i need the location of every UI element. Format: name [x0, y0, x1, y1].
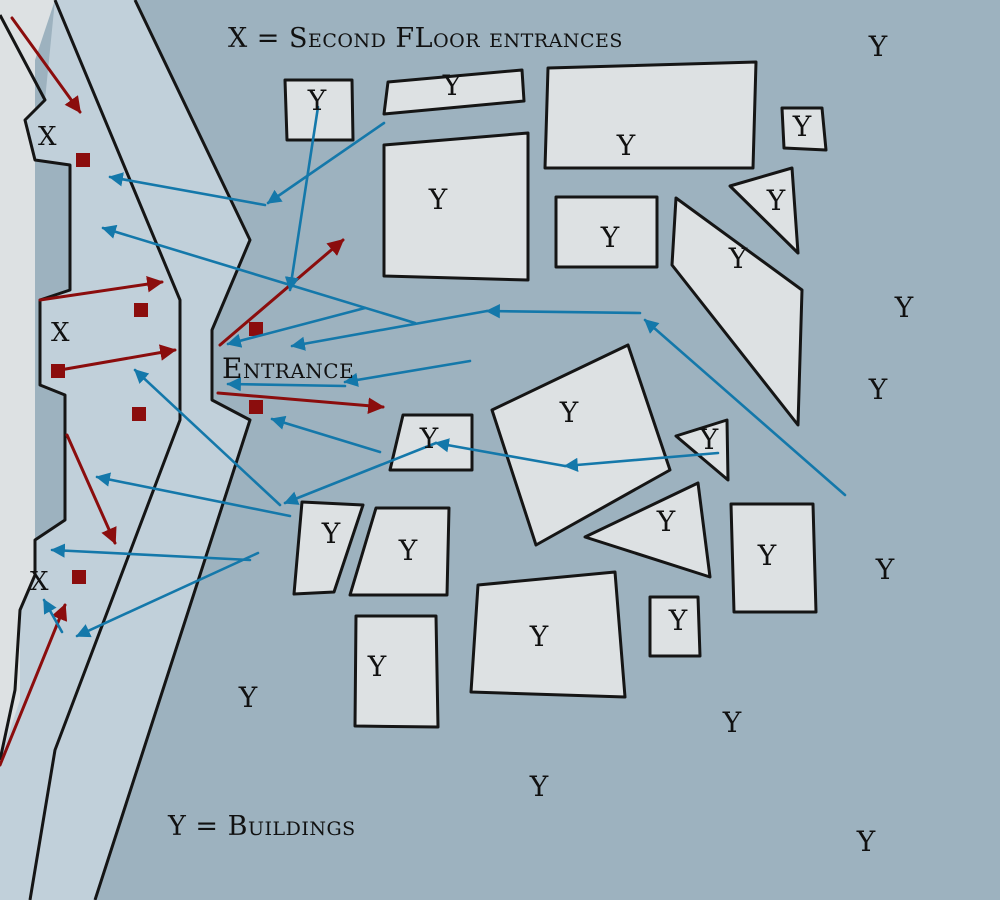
blue-route-arrow [75, 551, 260, 638]
building [283, 78, 355, 142]
street-edge [0, 14, 72, 761]
blue-route-arrow [270, 415, 382, 454]
red-route-arrow [0, 603, 68, 767]
building-marker: Y [529, 770, 549, 803]
wall-zone [0, 0, 250, 900]
building-marker: Y [600, 221, 620, 254]
building-marker: Y [757, 539, 777, 572]
building [469, 570, 627, 699]
blue-route-arrow [290, 309, 489, 351]
red-routes [0, 16, 385, 767]
building-marker: Y [559, 396, 579, 429]
left-street [0, 0, 55, 900]
building-marker: Y [238, 681, 258, 714]
buildings [283, 60, 828, 729]
building [292, 500, 365, 596]
entrance-square [249, 400, 263, 414]
building-marker: Y [856, 825, 876, 858]
building [382, 68, 526, 116]
building-marker: Y [894, 291, 914, 324]
entrance-square [132, 407, 146, 421]
blue-route-arrow [101, 224, 417, 325]
building-marker: Y [728, 242, 748, 275]
building [490, 343, 672, 547]
building-marker: Y [428, 183, 448, 216]
building-marker: Y [668, 604, 688, 637]
building [348, 506, 451, 597]
blue-routes [42, 105, 847, 638]
blue-route-arrow [226, 377, 347, 392]
blue-route-arrow [434, 438, 567, 468]
second-floor-entrance-markers [51, 153, 263, 584]
blue-route-arrow [108, 172, 267, 207]
second-floor-marker: X [51, 318, 70, 348]
building-marker: Y [868, 373, 888, 406]
entrance-square [249, 322, 263, 336]
building [554, 195, 659, 269]
building-marker: Y [398, 534, 418, 567]
red-route-arrow [58, 344, 177, 372]
building-marker: Y [868, 30, 888, 63]
legend-second-floor: X = Second FLoor entrances [228, 23, 623, 54]
building-marker: Y [367, 650, 387, 683]
building-marker: Y [875, 553, 895, 586]
red-route-arrow [216, 391, 385, 414]
building-marker: Y [419, 422, 439, 455]
blue-route-arrow [485, 304, 642, 319]
building [728, 166, 800, 255]
building-marker: Y [616, 129, 636, 162]
building [543, 60, 758, 170]
building-marker: Y [442, 69, 462, 102]
red-route-arrow [38, 276, 164, 302]
building [382, 131, 530, 282]
entrance-square [51, 364, 65, 378]
building [648, 595, 702, 658]
blue-route-arrow [284, 105, 320, 292]
blue-route-arrow [266, 121, 386, 205]
red-route-arrow [218, 238, 345, 347]
blue-route-arrow [133, 368, 282, 507]
building [729, 502, 818, 614]
building-marker: Y [792, 110, 812, 143]
red-route-arrow [10, 16, 82, 114]
entrance-square [134, 303, 148, 317]
blue-route-arrow [226, 306, 367, 348]
building-marker: Y [529, 620, 549, 653]
building [780, 106, 828, 152]
blue-route-arrow [42, 598, 64, 634]
building-labels: Y Y Y Y Y Y Y Y Y Y Y Y Y Y Y Y Y Y Y Y … [238, 30, 914, 858]
building-marker: Y [307, 84, 327, 117]
red-route-arrow [65, 433, 117, 545]
building [353, 614, 440, 729]
blue-route-arrow [283, 441, 438, 505]
building-marker: Y [766, 184, 786, 217]
building [583, 481, 712, 579]
building-marker: Y [699, 423, 719, 456]
second-floor-labels: X X X [30, 122, 70, 597]
blue-route-arrow [563, 451, 720, 473]
building-marker: Y [656, 505, 676, 538]
building-marker: Y [722, 706, 742, 739]
wall-inner-edge [28, 0, 182, 900]
building [388, 413, 474, 472]
entrance-label: Entrance [222, 352, 354, 385]
second-floor-marker: X [30, 567, 49, 597]
entrance-square [76, 153, 90, 167]
blue-route-arrow [50, 543, 252, 562]
entrance-square [72, 570, 86, 584]
second-floor-marker: X [38, 122, 57, 152]
blue-route-arrow [643, 318, 847, 497]
blue-route-arrow [343, 359, 472, 387]
legend-buildings: Y = Buildings [167, 811, 356, 842]
blue-route-arrow [95, 472, 292, 518]
building [670, 196, 804, 427]
building [674, 418, 730, 482]
building-marker: Y [321, 517, 341, 550]
